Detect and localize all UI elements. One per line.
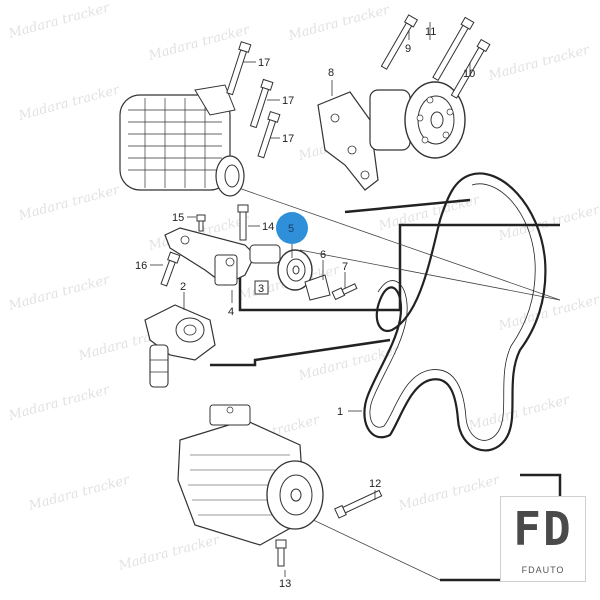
bolt-12	[334, 489, 383, 519]
tensioner-unit	[144, 304, 216, 388]
callout-8: 8	[328, 67, 334, 79]
callout-15: 15	[172, 212, 184, 224]
callout-17-mid: 17	[282, 95, 294, 107]
watermark: Madara tracker	[26, 472, 132, 514]
watermark: Madara tracker	[496, 202, 600, 244]
watermark: Madara tracker	[16, 82, 122, 124]
callout-10: 10	[463, 68, 475, 80]
belt-tensioner	[164, 227, 281, 286]
watermark: Madara tracker	[6, 272, 112, 314]
guide-line	[229, 184, 561, 301]
alternator	[119, 84, 245, 197]
callout-7: 7	[342, 261, 348, 273]
highlight-marker	[276, 212, 308, 244]
watermark: Madara tracker	[296, 342, 402, 384]
watermark: Madara tracker	[466, 392, 572, 434]
watermark: Madara tracker	[286, 2, 392, 44]
callout-5: 5	[288, 223, 294, 235]
small-bolts	[160, 214, 206, 287]
logo-text: FDAUTO	[521, 565, 565, 575]
reference-line-top	[344, 198, 471, 214]
callout-17-top: 17	[258, 57, 270, 69]
reference-line-mid	[210, 338, 391, 367]
power-steering-pump	[317, 81, 466, 191]
bolt-14	[237, 204, 249, 241]
bolt-13	[275, 539, 287, 567]
watermark: Madara tracker	[486, 42, 592, 84]
callout-labels: 1 2 3 4 5 6 7 8 9 10 11 12 13 14 15 16 1…	[135, 26, 475, 590]
callout-9: 9	[405, 43, 411, 55]
callout-17-low: 17	[282, 133, 294, 145]
callout-1: 1	[337, 406, 343, 418]
watermark: Madara tracker	[16, 182, 122, 224]
serpentine-belt	[363, 172, 547, 452]
watermark: Madara tracker	[396, 472, 502, 514]
ac-compressor	[177, 404, 324, 546]
callout-4: 4	[228, 306, 234, 318]
leader-lines	[150, 22, 471, 577]
watermark: Madara tracker	[376, 192, 482, 234]
callout-14: 14	[262, 221, 274, 233]
idler-pulley	[277, 249, 313, 291]
callout-12: 12	[369, 478, 381, 490]
bolts-17	[226, 41, 281, 159]
watermark: Madara tracker	[6, 0, 112, 42]
callout-3: 3	[258, 283, 264, 295]
watermark: Madara tracker	[496, 292, 600, 334]
callout-2: 2	[180, 281, 186, 293]
pulley-hardware	[304, 274, 358, 301]
callout-16: 16	[135, 260, 147, 272]
logo-mark: FD	[513, 502, 573, 556]
callout-11: 11	[425, 26, 436, 38]
callout-13: 13	[279, 578, 291, 590]
watermark: Madara tracker	[6, 382, 112, 424]
callout-6: 6	[320, 249, 326, 261]
callout-3-box	[254, 280, 269, 295]
guide-line	[299, 249, 561, 301]
fdauto-logo: FD FDAUTO	[500, 496, 586, 582]
watermark: Madara tracker	[116, 532, 222, 574]
pump-bolts	[380, 14, 491, 99]
watermark: Madara tracker	[146, 22, 252, 64]
